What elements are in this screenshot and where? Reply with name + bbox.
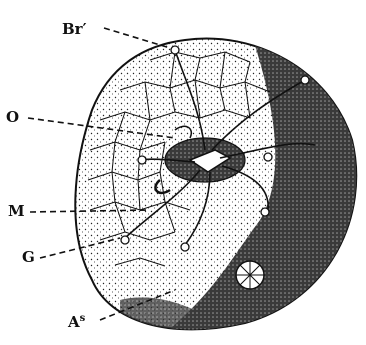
label-m: M: [8, 204, 25, 219]
label-as-main: A: [68, 313, 80, 331]
label-as: As: [68, 314, 85, 330]
label-o: O: [6, 110, 19, 125]
label-g: G: [22, 250, 35, 265]
label-as-sup: s: [80, 313, 86, 324]
wheel-structure: [236, 261, 264, 289]
egg-body: [75, 30, 366, 340]
label-br: Br′: [62, 22, 87, 37]
